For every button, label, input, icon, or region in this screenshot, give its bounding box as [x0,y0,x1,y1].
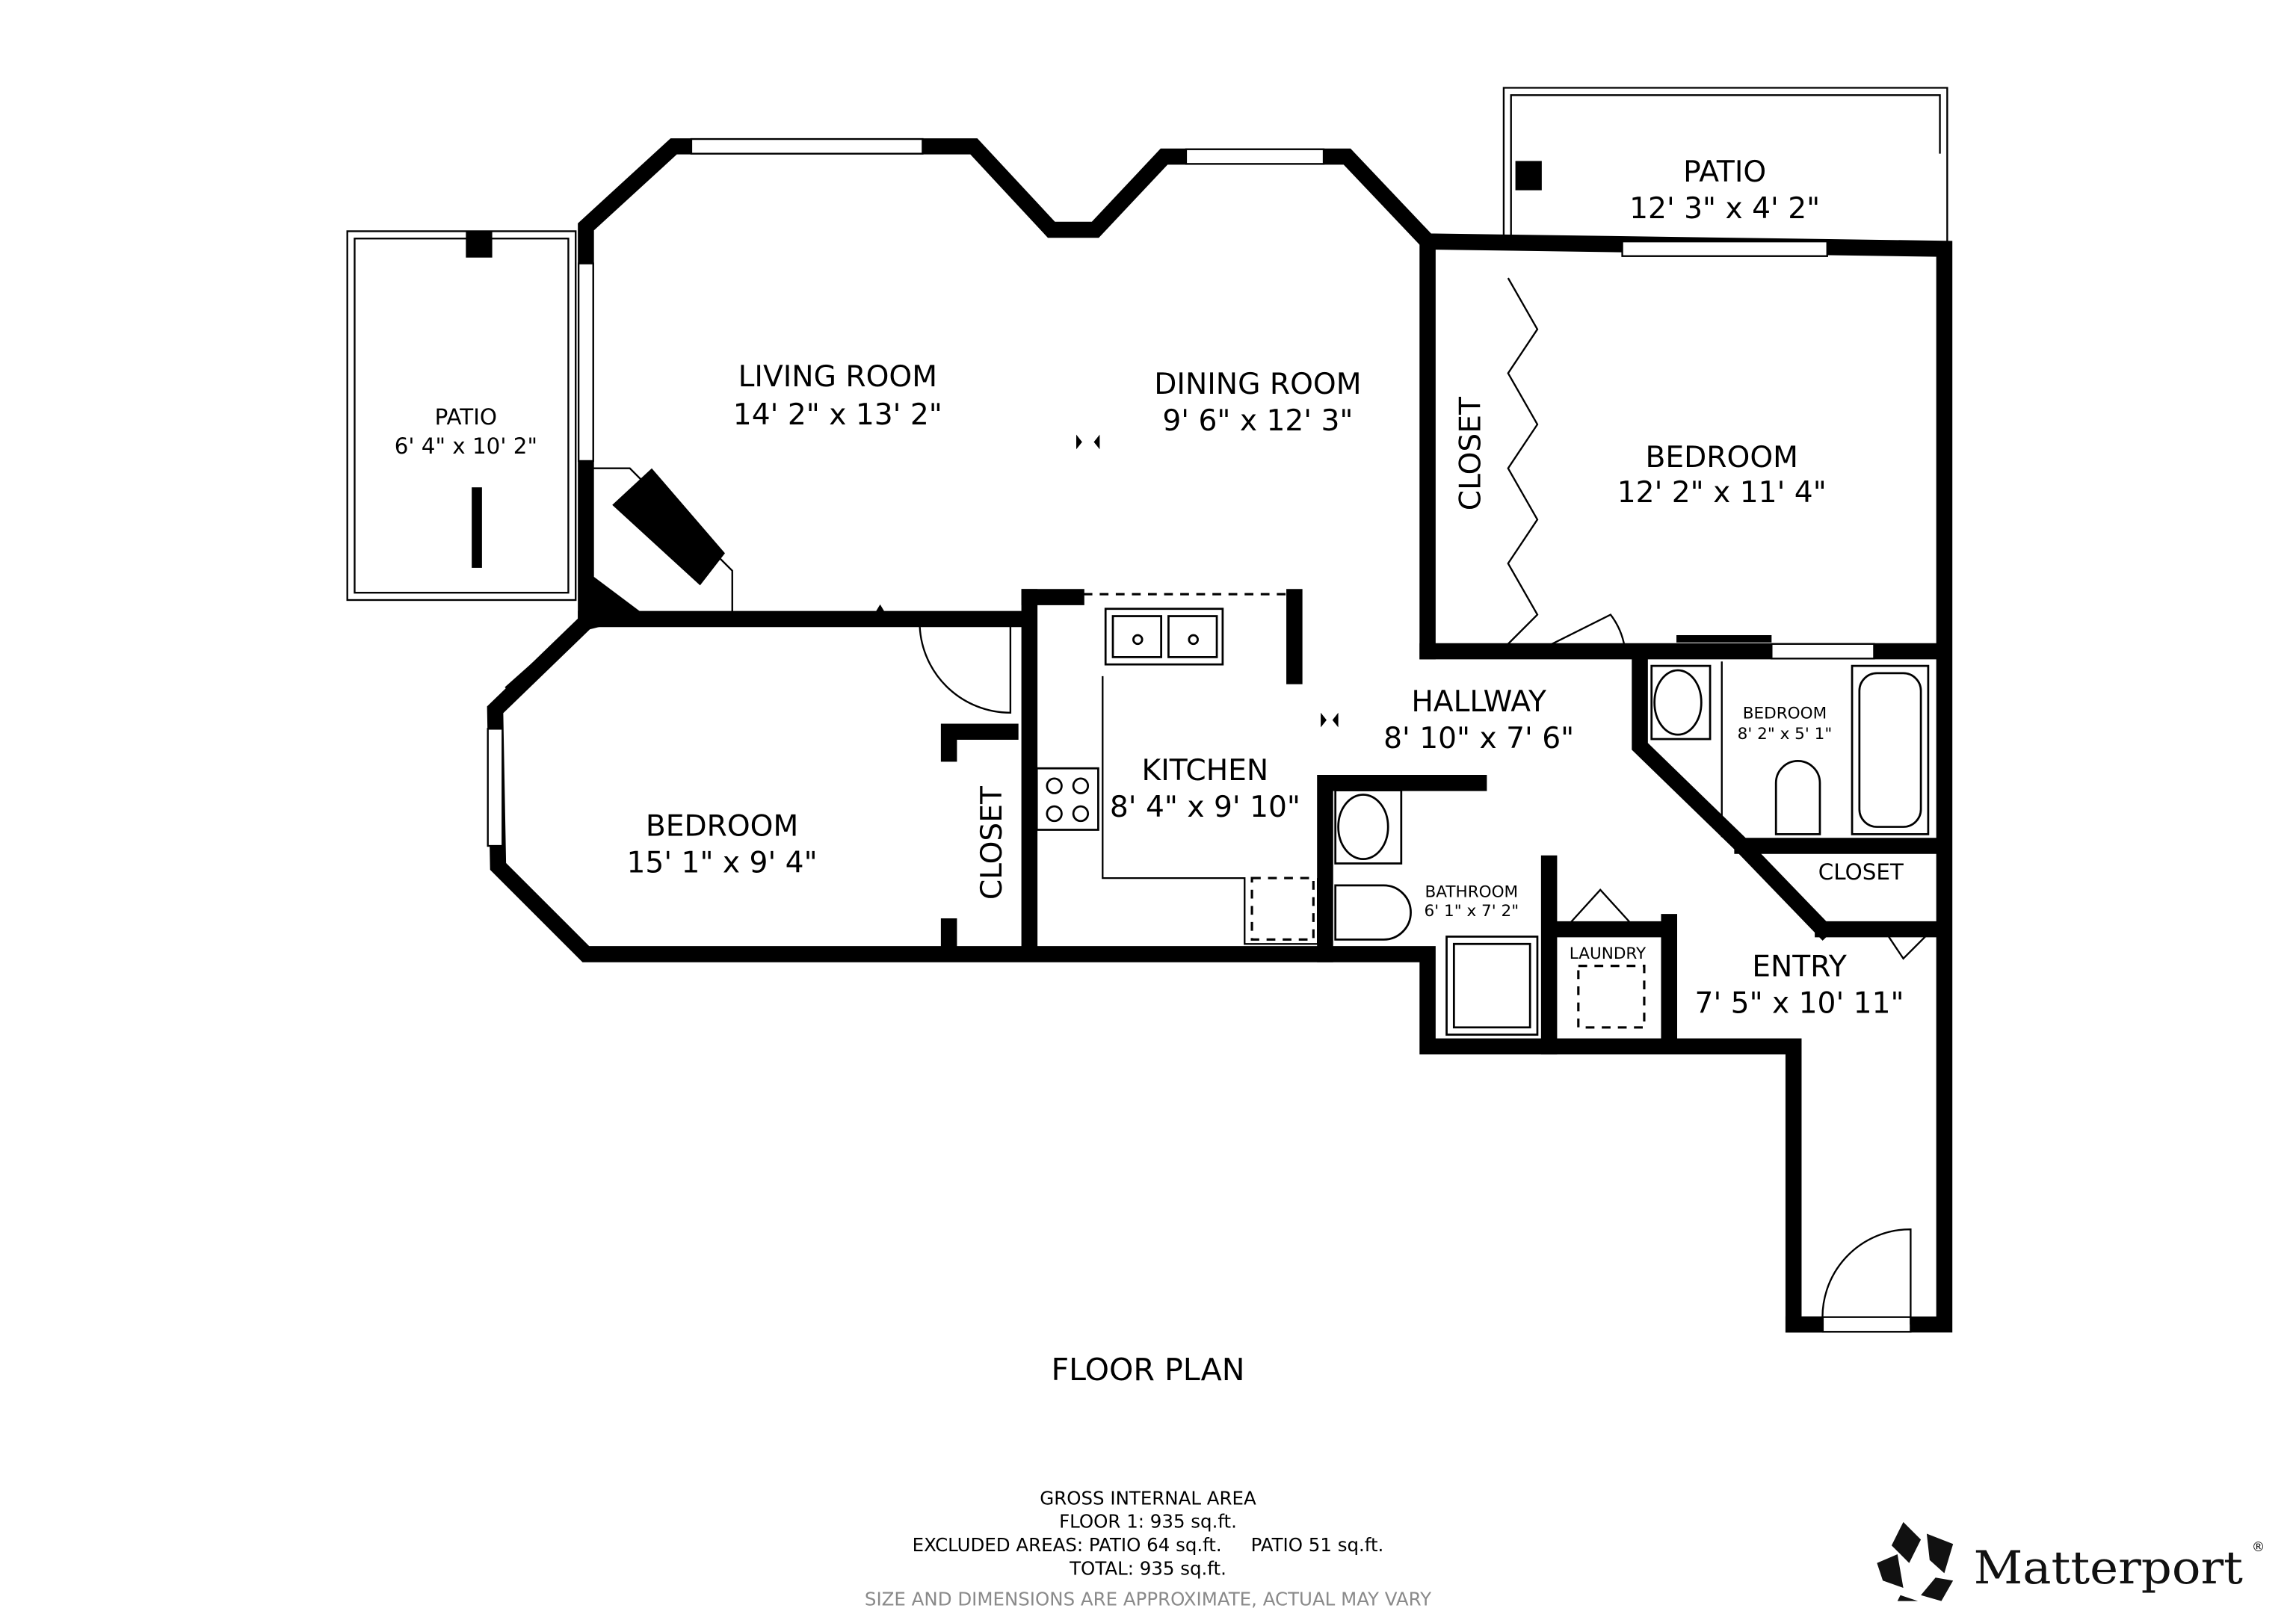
floor-area: FLOOR 1: 935 sq.ft. [1059,1511,1237,1533]
bedroom-bath-size: 8' 2" x 5' 1" [1738,725,1833,744]
entry-size: 7' 5" x 10' 11" [1695,986,1904,1020]
gross-area-heading: GROSS INTERNAL AREA [1040,1487,1256,1509]
closet-entry-label: CLOSET [1818,859,1904,885]
matterport-mark-icon [1877,1521,1954,1601]
bedroom-main-name: BEDROOM [1646,441,1798,474]
closet-top-label: CLOSET [1454,396,1488,510]
hallway-size: 8' 10" x 7' 6" [1383,722,1574,755]
bedroom-left-size: 15' 1" x 9' 4" [627,846,818,879]
area-summary: GROSS INTERNAL AREA FLOOR 1: 935 sq.ft. … [865,1487,1431,1610]
living-room-name: LIVING ROOM [738,360,937,394]
patio-left-size: 6' 4" x 10' 2" [395,433,537,459]
closet-left-label: CLOSET [975,785,1009,900]
patio-outlines [346,87,1948,602]
living-room-size: 14' 2" x 13' 2" [733,398,942,432]
kitchen-name: KITCHEN [1142,754,1269,788]
windows [487,137,1912,1333]
dining-room-name: DINING ROOM [1154,368,1361,401]
room-labels: LIVING ROOM 14' 2" x 13' 2" DINING ROOM … [395,155,1904,1020]
registered-mark: ® [2252,1540,2265,1555]
matterport-wordmark: Matterport [1974,1542,2243,1595]
disclaimer: SIZE AND DIMENSIONS ARE APPROXIMATE, ACT… [865,1588,1431,1610]
patio-left-name: PATIO [435,404,497,430]
dining-room-size: 9' 6" x 12' 3" [1162,404,1353,438]
patio-top-name: PATIO [1683,155,1766,189]
bedroom-bath-name: BEDROOM [1743,705,1827,723]
bathroom-size: 6' 1" x 7' 2" [1425,902,1519,921]
bathroom-name: BATHROOM [1425,883,1519,902]
walls [487,138,1953,1333]
matterport-logo: Matterport ® [1877,1521,2265,1601]
patio-top-size: 12' 3" x 4' 2" [1629,192,1820,226]
fixtures [593,277,1931,1325]
total-area: TOTAL: 935 sq.ft. [1069,1557,1226,1579]
kitchen-size: 8' 4" x 9' 10" [1110,791,1300,824]
laundry-label: LAUNDRY [1570,945,1647,963]
bedroom-left-name: BEDROOM [646,809,798,843]
entry-name: ENTRY [1752,950,1847,983]
excluded-areas: EXCLUDED AREAS: PATIO 64 sq.ft. PATIO 51… [913,1534,1384,1556]
bedroom-main-size: 12' 2" x 11' 4" [1617,476,1827,510]
hallway-name: HALLWAY [1411,685,1546,719]
floor-plan-title: FLOOR PLAN [1052,1352,1245,1388]
